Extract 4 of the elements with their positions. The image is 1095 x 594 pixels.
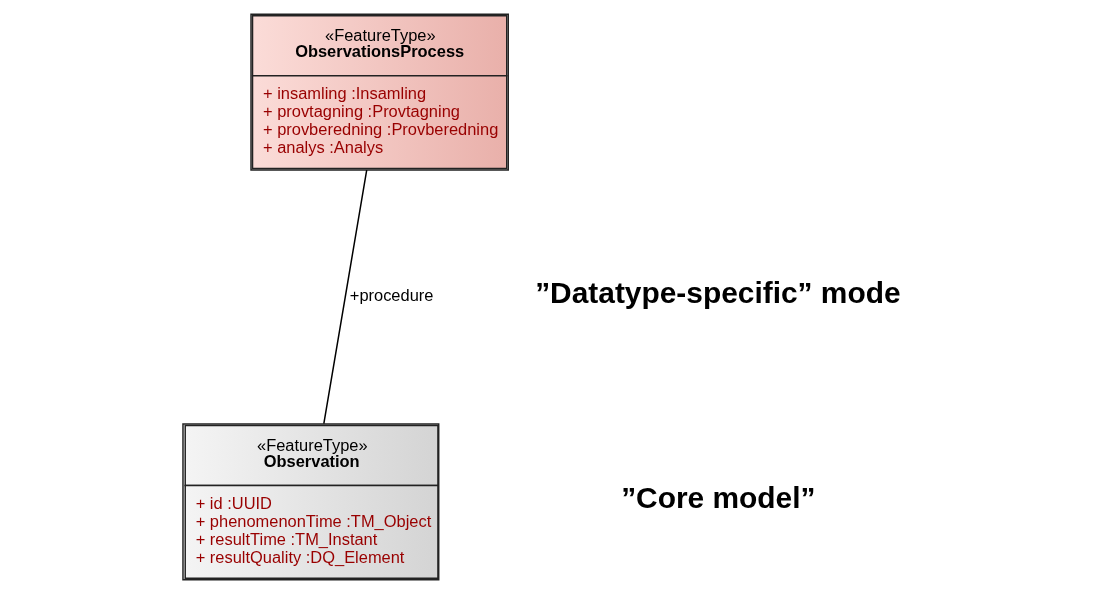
label: ”Datatype-specific” mode: [535, 275, 901, 309]
connector: [323, 169, 368, 425]
label: ”Core model”: [621, 480, 816, 514]
edge-label: +procedure: [349, 286, 434, 305]
